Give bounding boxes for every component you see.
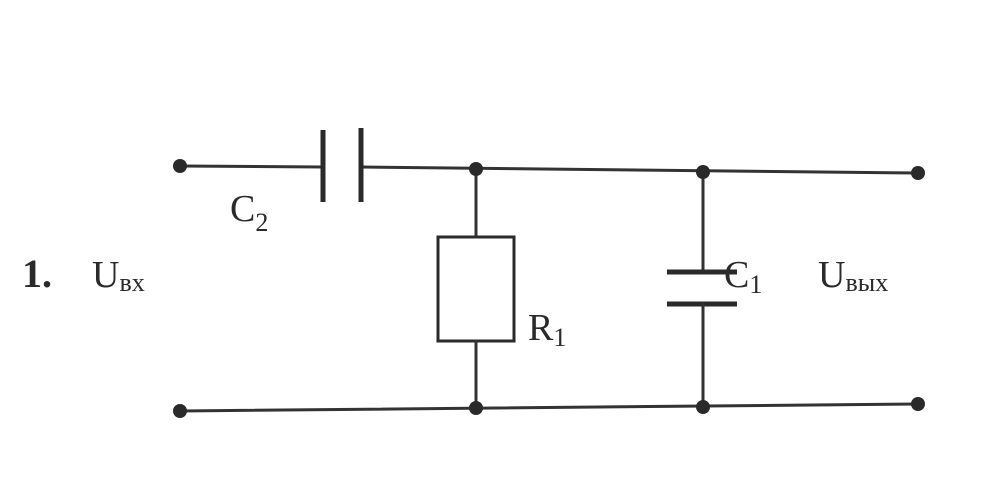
bottom-wire xyxy=(178,402,920,413)
junction-c1-bottom xyxy=(696,400,710,414)
junction-c1-top xyxy=(696,165,710,179)
c2-label: C2 xyxy=(230,188,268,237)
output-voltage-label: Uвых xyxy=(818,254,888,297)
resistor-r1-symbol xyxy=(436,235,516,343)
capacitor-c2-symbol xyxy=(320,128,364,202)
item-number: 1. xyxy=(22,251,52,296)
c2-label-subscript: 2 xyxy=(255,208,268,237)
output-terminal-top xyxy=(911,166,925,180)
input-voltage-subscript: вх xyxy=(119,268,144,297)
input-terminal-bottom xyxy=(173,404,187,418)
c1-label-subscript: 1 xyxy=(749,270,762,299)
c2-label-main: C xyxy=(230,188,255,230)
output-terminal-bottom xyxy=(911,397,925,411)
r1-label: R1 xyxy=(528,307,566,352)
top-wire-input-to-c2 xyxy=(178,164,325,169)
input-voltage-label: Uвх xyxy=(92,254,145,297)
top-wire-c2-to-output xyxy=(359,165,920,175)
junction-r1-bottom xyxy=(469,401,483,415)
c1-label: C1 xyxy=(724,254,762,299)
output-voltage-main: U xyxy=(818,254,845,296)
junction-r1-top xyxy=(469,162,483,176)
input-terminal-top xyxy=(173,159,187,173)
output-voltage-subscript: вых xyxy=(845,268,888,297)
r1-label-main: R xyxy=(528,307,554,349)
r1-label-subscript: 1 xyxy=(553,323,566,352)
c1-label-main: C xyxy=(724,254,749,296)
input-voltage-main: U xyxy=(92,254,119,296)
